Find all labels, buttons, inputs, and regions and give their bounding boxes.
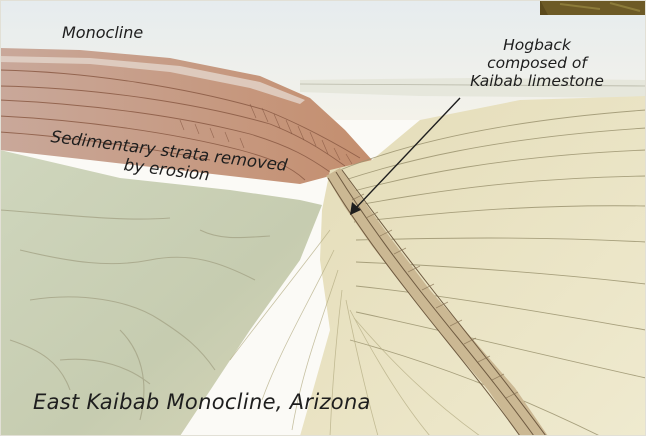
figure-caption: East Kaibab Monocline, Arizona <box>33 390 371 414</box>
hogback-label-line-3: Kaibab limestone <box>452 73 622 91</box>
hogback-label: Hogback composed of Kaibab limestone <box>452 37 622 90</box>
monocline-label: Monocline <box>62 24 143 42</box>
hogback-label-line-1: Hogback <box>452 37 622 55</box>
hogback-label-line-2: composed of <box>452 55 622 73</box>
